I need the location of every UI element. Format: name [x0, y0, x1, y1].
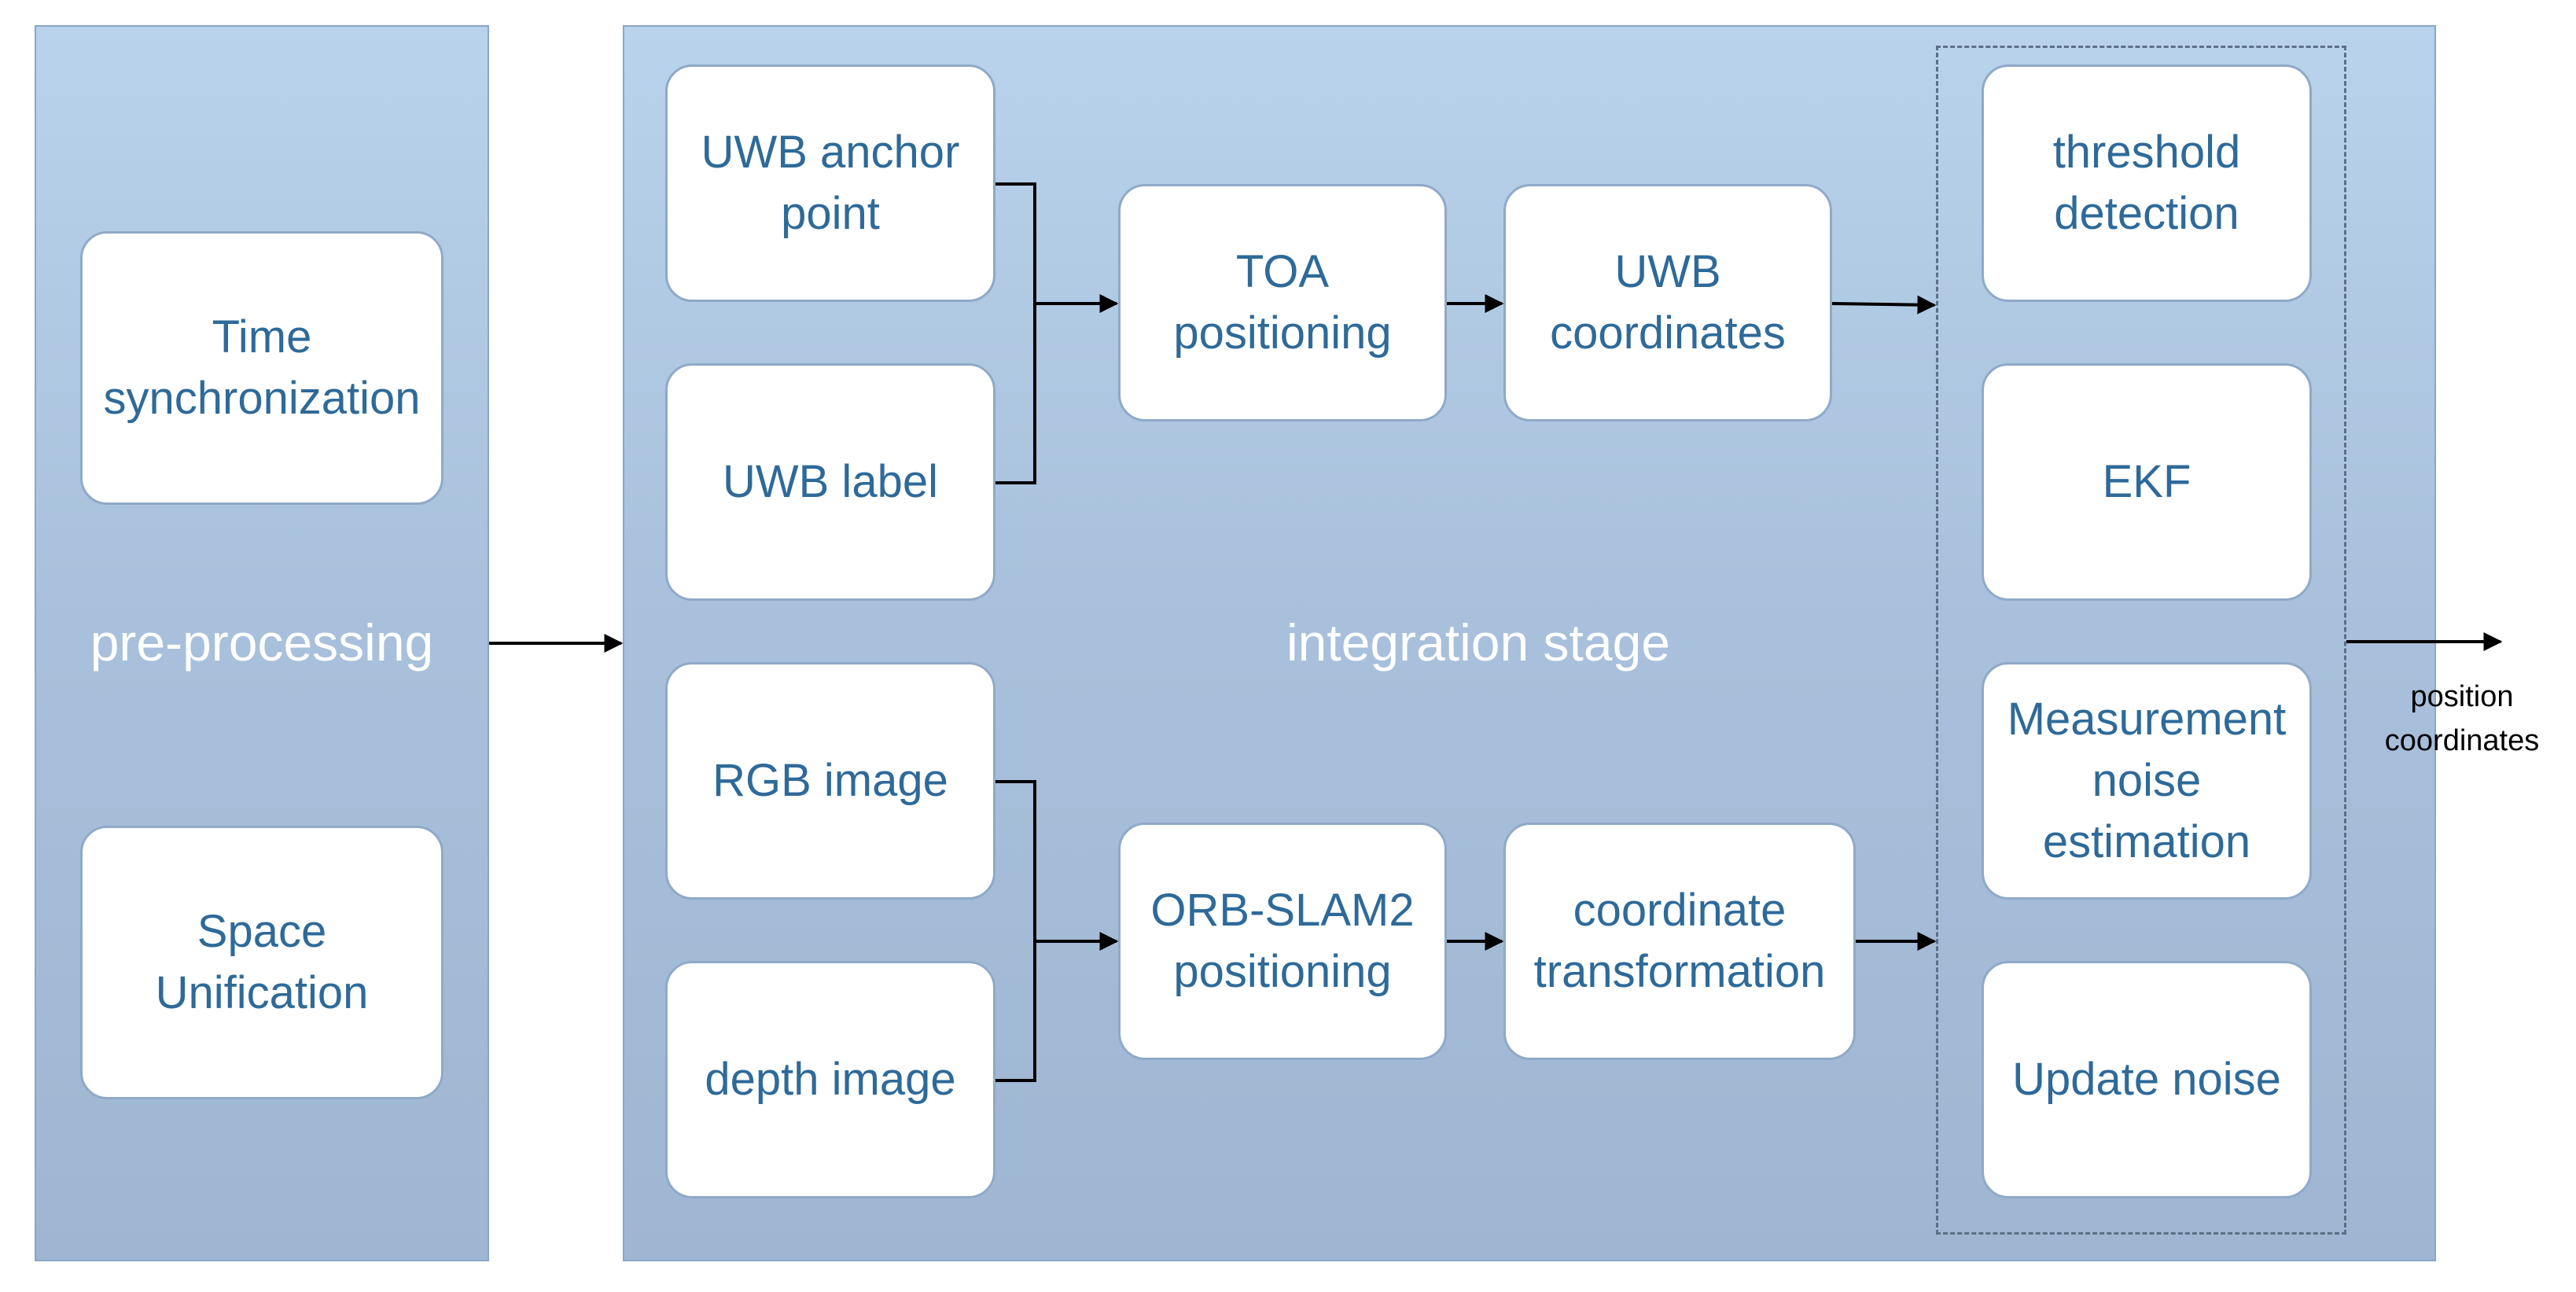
uwb-bracket	[995, 182, 1036, 484]
integration-stage-label: integration stage	[1286, 613, 1670, 672]
preprocessing-label: pre-processing	[90, 613, 434, 672]
threshold-detection-box: threshold detection	[1982, 64, 2312, 302]
arrow-uwb-coords-to-fusion	[1831, 295, 1937, 315]
uwb-anchor-point-box: UWB anchor point	[665, 64, 995, 302]
image-bracket	[995, 780, 1036, 1082]
depth-image-box: depth image	[665, 961, 995, 1198]
time-synchronization-box: Time synchronization	[80, 231, 443, 505]
fusion-group	[1936, 46, 2346, 1235]
measurement-noise-estimation-box: Measurement noise estimation	[1982, 662, 2312, 900]
uwb-coordinates-box: UWB coordinates	[1503, 184, 1832, 421]
space-unification-box: Space Unification	[80, 826, 443, 1099]
coordinate-transformation-box: coordinate transformation	[1503, 823, 1856, 1060]
rgb-image-box: RGB image	[665, 662, 995, 900]
orbslam2-positioning-box: ORB-SLAM2 positioning	[1118, 823, 1447, 1060]
update-noise-box: Update noise	[1982, 961, 2312, 1198]
ekf-box: EKF	[1982, 363, 2312, 601]
toa-positioning-box: TOA positioning	[1118, 184, 1447, 421]
uwb-label-box: UWB label	[665, 363, 995, 601]
position-coordinates-label: position coordinates	[2384, 680, 2540, 757]
